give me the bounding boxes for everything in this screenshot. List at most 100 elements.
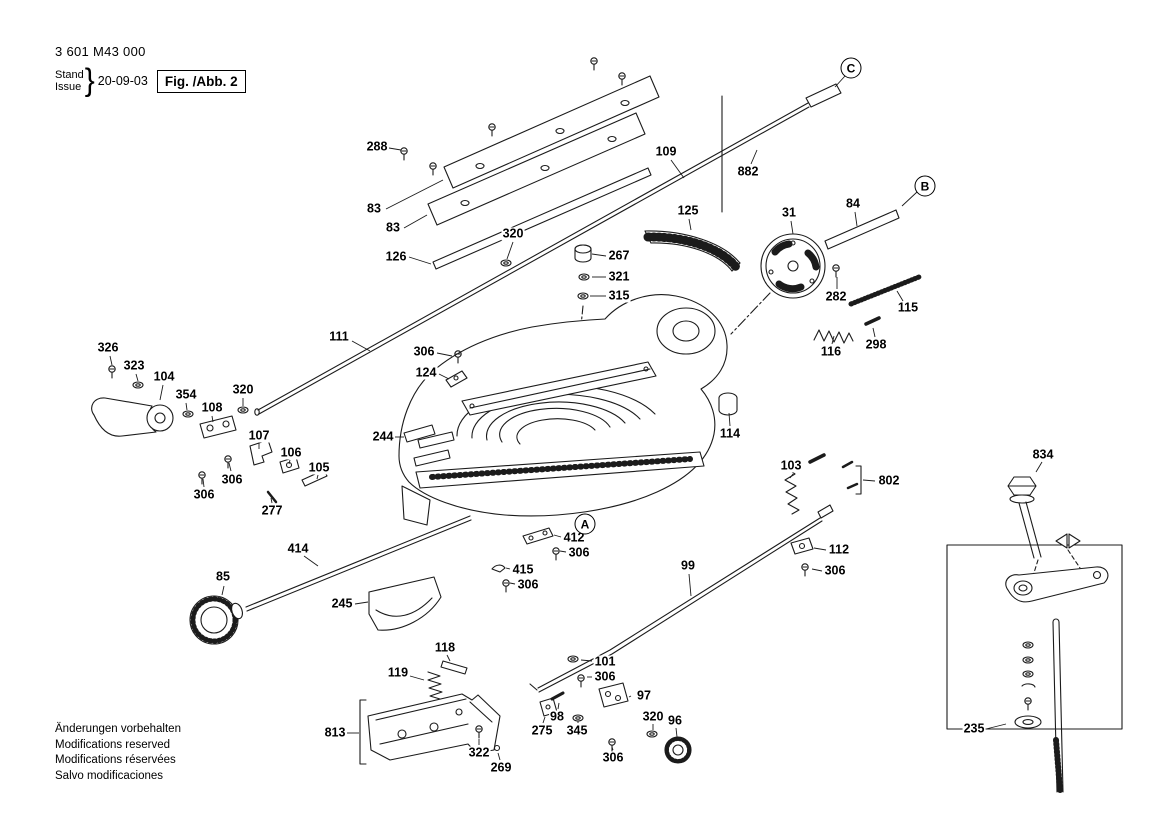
pin-298 xyxy=(864,316,881,326)
part-number-label: 306 xyxy=(601,750,625,765)
title-block: 3 601 M43 000 Stand Issue } 20-09-03 Fig… xyxy=(55,44,246,98)
part-number-label: 306 xyxy=(412,344,436,359)
part-number-label: 321 xyxy=(607,269,631,284)
part-number-label: 116 xyxy=(819,344,843,359)
part-number-label: 345 xyxy=(565,723,589,738)
part-number-label: 31 xyxy=(781,205,797,220)
disclaimer-line-fr: Modifications réservées xyxy=(55,754,176,766)
rod-99 xyxy=(529,504,834,693)
part-number-label: 275 xyxy=(530,723,554,738)
part-number-label: 306 xyxy=(192,487,216,502)
part-number-label: 124 xyxy=(414,365,438,380)
part-number-label: 813 xyxy=(323,725,347,740)
part-number-label: 323 xyxy=(122,358,146,373)
guide-rod xyxy=(254,83,842,416)
figure-label: Fig. /Abb. 2 xyxy=(156,69,246,93)
revision-label-en: Issue xyxy=(55,81,82,93)
view-ref-B: B xyxy=(914,175,936,197)
part-number-label: 85 xyxy=(215,569,231,584)
part-number-label: 414 xyxy=(286,541,310,556)
part-number-label: 107 xyxy=(247,428,271,443)
part-number-label: 99 xyxy=(680,558,696,573)
part-number-label: 277 xyxy=(260,503,284,518)
part-number-label: 306 xyxy=(593,669,617,684)
threaded-rod-115 xyxy=(848,274,922,307)
bracket-813 xyxy=(359,693,501,765)
part-number-label: 235 xyxy=(962,721,986,736)
part-number-label: 114 xyxy=(718,426,742,441)
pins-802 xyxy=(808,453,862,495)
part-number-label: 125 xyxy=(676,203,700,218)
part-number-label: 326 xyxy=(96,340,120,355)
part-number-label: 267 xyxy=(607,248,631,263)
detent-plate xyxy=(760,233,826,299)
fence-plates xyxy=(427,75,660,270)
part-number-label: 320 xyxy=(501,226,525,241)
part-number-label: 126 xyxy=(384,249,408,264)
part-number-label: 320 xyxy=(641,709,665,724)
part-number-label: 101 xyxy=(593,654,617,669)
bracket-412 xyxy=(491,527,560,593)
part-number-label: 97 xyxy=(636,688,652,703)
part-number-label: 298 xyxy=(864,337,888,352)
part-number-label: 103 xyxy=(779,458,803,473)
part-number-label: 106 xyxy=(279,445,303,460)
shim-245 xyxy=(368,576,442,631)
part-number-label: 282 xyxy=(824,289,848,304)
part-number-label: 96 xyxy=(667,713,683,728)
knob-96 xyxy=(664,736,692,764)
part-number-label: 111 xyxy=(328,329,350,344)
part-number-label: 105 xyxy=(307,460,331,475)
revision-label-de: Stand xyxy=(55,69,84,81)
turntable-base xyxy=(398,294,728,526)
part-number-label: 882 xyxy=(736,164,760,179)
pin-269 xyxy=(493,744,501,752)
revision-labels: Stand Issue xyxy=(55,69,84,93)
knob-85 xyxy=(189,595,243,645)
disclaimer-line-es: Salvo modificaciones xyxy=(55,769,164,782)
disclaimer-line-de: Änderungen vorbehalten xyxy=(55,723,181,735)
part-number-label: 315 xyxy=(607,288,631,303)
angle-scale-segment xyxy=(643,230,741,272)
part-number-label: 244 xyxy=(371,429,395,444)
part-number-label: 412 xyxy=(562,530,586,545)
part-number-label: 415 xyxy=(511,562,535,577)
view-ref-A: A xyxy=(574,513,596,535)
part-number-label: 834 xyxy=(1031,447,1055,462)
part-number-label: 108 xyxy=(200,400,224,415)
part-number-label: 83 xyxy=(366,201,382,216)
part-number-label: 98 xyxy=(549,709,565,724)
view-ref-C: C xyxy=(840,57,862,79)
pin-118 xyxy=(440,660,468,675)
spring-119 xyxy=(427,671,443,700)
part-number-label: 306 xyxy=(516,577,540,592)
part-number-label: 109 xyxy=(654,144,678,159)
part-number-label: 104 xyxy=(152,369,176,384)
latch-small-parts xyxy=(539,655,658,752)
part-number-label: 802 xyxy=(877,473,901,488)
part-number-label: 118 xyxy=(433,640,457,655)
part-number-label: 115 xyxy=(896,300,920,315)
label-plate-244 xyxy=(403,424,436,443)
revision-brace: } xyxy=(84,63,95,98)
revision-row: Stand Issue } 20-09-03 Fig. /Abb. 2 xyxy=(55,63,246,98)
part-number-label: 306 xyxy=(567,545,591,560)
part-number-label: 119 xyxy=(386,665,410,680)
cap-114 xyxy=(718,392,738,416)
disclaimer: Änderungen vorbehalten Modifications res… xyxy=(55,722,181,784)
part-number-label: 306 xyxy=(220,472,244,487)
revision-date: 20-09-03 xyxy=(97,74,148,88)
clamp-112 xyxy=(790,537,814,577)
part-number-label: 306 xyxy=(823,563,847,578)
bracket-124 xyxy=(445,370,468,388)
part-number-label: 245 xyxy=(330,596,354,611)
detail-box xyxy=(946,476,1123,793)
part-number-label: 320 xyxy=(231,382,255,397)
part-number-label: 354 xyxy=(174,387,198,402)
part-number-label: 112 xyxy=(827,542,851,557)
shaft-84 xyxy=(824,209,900,250)
rod-414 xyxy=(245,515,472,612)
type-number: 3 601 M43 000 xyxy=(55,44,146,59)
